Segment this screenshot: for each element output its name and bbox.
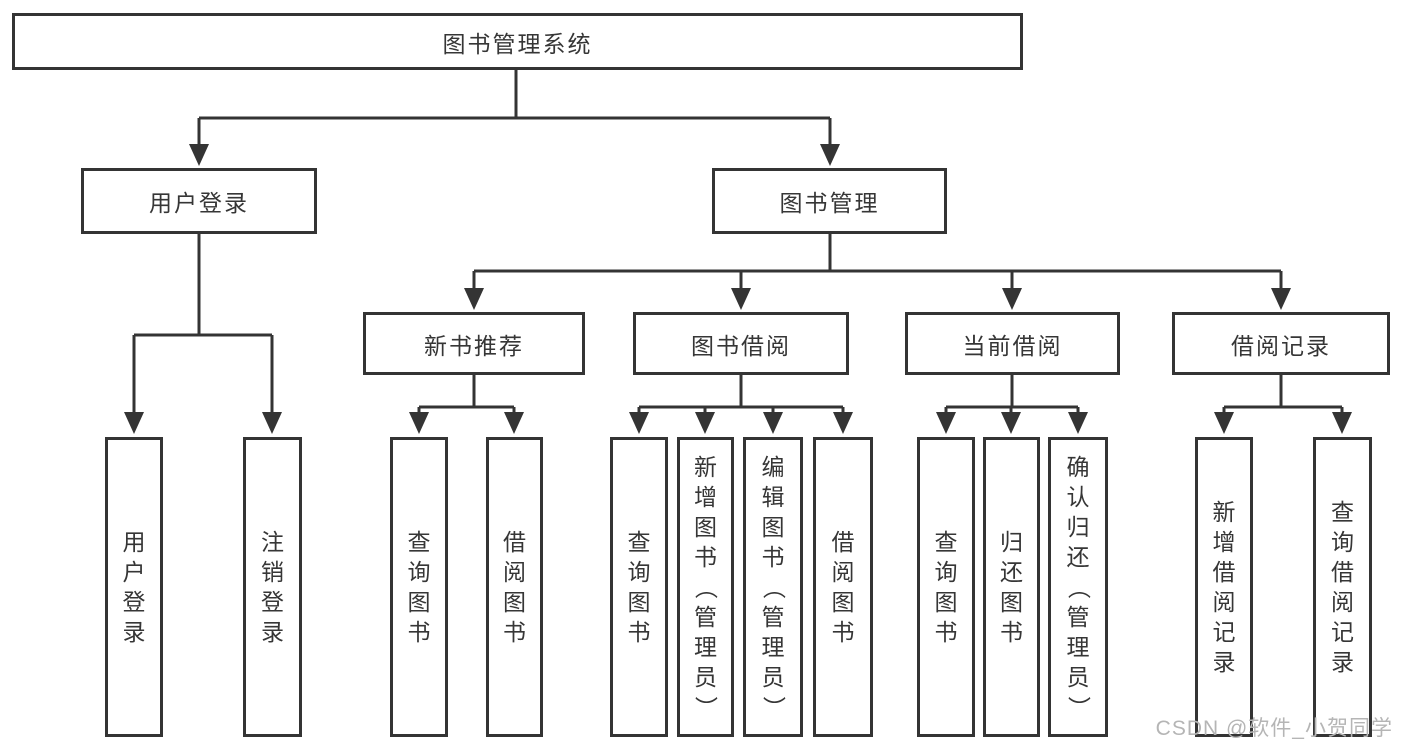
node-book-borrow: 图书借阅 [633, 312, 849, 375]
leaf-logout: 注销登录 [243, 437, 302, 737]
node-library-system: 图书管理系统 [12, 13, 1023, 70]
node-current-borrow: 当前借阅 [905, 312, 1120, 375]
leaf-edit-book-admin: 编辑图书（管理员） [743, 437, 803, 737]
leaf-borrow-books: 借阅图书 [813, 437, 873, 737]
leaf-user-login: 用户登录 [105, 437, 163, 737]
watermark: CSDN @软件_小贺同学 [1155, 717, 1393, 740]
leaf-query-books-borrow: 查询图书 [610, 437, 668, 737]
leaf-return-book: 归还图书 [983, 437, 1040, 737]
node-new-book-recommend: 新书推荐 [363, 312, 585, 375]
leaf-add-borrow-record: 新增借阅记录 [1195, 437, 1253, 737]
node-book-management: 图书管理 [712, 168, 947, 234]
leaf-confirm-return-admin: 确认归还（管理员） [1048, 437, 1108, 737]
leaf-query-books-recommend: 查询图书 [390, 437, 448, 737]
leaf-query-books-current: 查询图书 [917, 437, 975, 737]
node-borrow-records: 借阅记录 [1172, 312, 1390, 375]
leaf-query-borrow-record: 查询借阅记录 [1313, 437, 1372, 737]
leaf-borrow-books-recommend: 借阅图书 [486, 437, 543, 737]
leaf-add-book-admin: 新增图书（管理员） [677, 437, 734, 737]
node-user-login: 用户登录 [81, 168, 317, 234]
